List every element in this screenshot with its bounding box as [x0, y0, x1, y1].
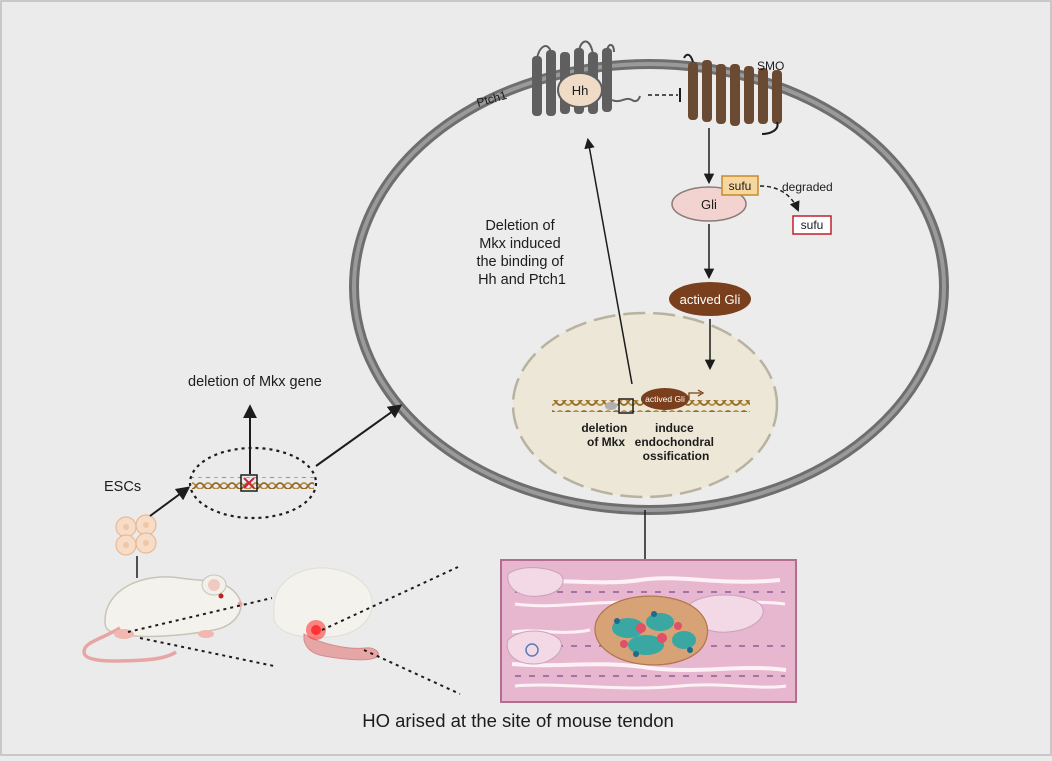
gli-label: Gli	[701, 197, 717, 212]
sufu-box	[721, 175, 759, 196]
zoom-line-lower	[139, 637, 275, 667]
actived-gli-label: actived Gli	[680, 292, 741, 307]
to-cell-arrow	[315, 404, 403, 467]
tissue-section-icon	[500, 559, 797, 703]
mouse-tendon-icon	[273, 567, 379, 661]
degraded-label: degraded	[782, 180, 833, 194]
sufu-degraded-box	[792, 215, 832, 235]
mkx-to-hh-binding-arrow	[584, 137, 633, 385]
escs-label: ESCs	[104, 479, 141, 495]
actived-gli-dna-bound	[641, 388, 689, 410]
deletion-cross-icon	[243, 477, 255, 489]
sufu-label: sufu	[729, 179, 752, 193]
cell	[349, 59, 949, 515]
cell-cluster-icon	[115, 514, 157, 556]
sufu-degradation-arrow	[759, 185, 800, 212]
gene-deletion-zoom-ellipse	[188, 446, 318, 520]
induce-ossification-label: induce endochondral ossification	[635, 421, 718, 463]
esc-dna-icon	[192, 477, 314, 489]
mkx-deletion-box	[618, 398, 634, 414]
smo-receptor	[683, 53, 782, 135]
deletion-of-mkx-label: deletion of Mkx	[581, 421, 630, 449]
mouse-icon	[82, 574, 243, 663]
deletion-mkx-gene-label: deletion of Mkx gene	[188, 374, 322, 390]
hh-label: Hh	[572, 83, 589, 98]
zoom-line-tissue-lower	[363, 649, 461, 695]
actived-gli-dna-label: actived Gli	[645, 394, 685, 404]
sufu-degraded-label: sufu	[801, 218, 824, 232]
smo-label: SMO	[757, 59, 784, 73]
deletion-binding-label: Deletion of Mkx induced the binding of H…	[476, 218, 567, 288]
actived-gli	[669, 282, 751, 316]
caption: HO arised at the site of mouse tendon	[362, 710, 674, 731]
hh-ligand	[557, 72, 603, 108]
mkx-gene-box	[240, 474, 258, 492]
escs-to-gene-arrow	[149, 486, 191, 517]
nucleus: actived Gli deletion of Mkx induce endoc…	[511, 311, 779, 499]
